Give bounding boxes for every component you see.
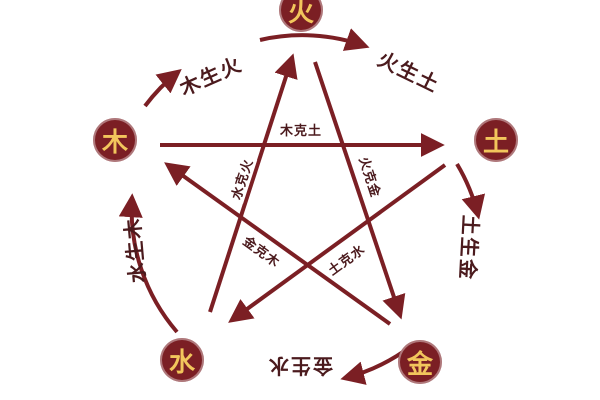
node-earth: 土: [474, 118, 518, 162]
arrow-fire-metal: [313, 61, 406, 320]
label-metal-water: 金生水: [267, 354, 333, 378]
arrow-water-fire: [208, 53, 298, 313]
node-fire: 火: [279, 0, 323, 32]
arc-wood-fire: [143, 69, 182, 108]
arrow-earth-water: [228, 163, 447, 323]
node-metal: 金: [398, 340, 442, 384]
label-water-wood: 水生木: [120, 216, 150, 284]
node-water: 水: [160, 338, 204, 382]
arrow-metal-wood: [164, 162, 392, 326]
arc-fire-earth: [259, 28, 370, 51]
arc-water-wood: [118, 193, 179, 334]
label-earth-metal: 土生金: [455, 214, 483, 282]
arc-earth-metal: [455, 162, 486, 220]
node-wood: 木: [93, 118, 137, 162]
label-wood-earth: 木克土: [278, 124, 325, 139]
